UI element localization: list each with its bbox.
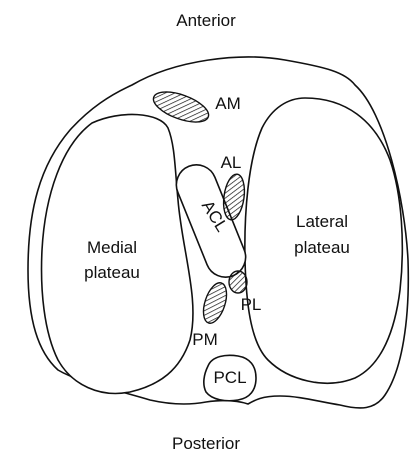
posterior-label: Posterior [172, 434, 240, 453]
lateral-plateau-label-line1: Lateral [296, 212, 348, 231]
anterior-label: Anterior [176, 11, 236, 30]
am-label: AM [215, 94, 241, 113]
pl-label: PL [241, 295, 262, 314]
lateral-plateau-label-line2: plateau [294, 238, 350, 257]
medial-plateau-label-line2: plateau [84, 263, 140, 282]
medial-plateau-label-line1: Medial [87, 238, 137, 257]
al-label: AL [221, 153, 242, 172]
pm-label: PM [192, 330, 218, 349]
pl-root-attachment [229, 271, 247, 293]
pcl-label: PCL [213, 368, 246, 387]
